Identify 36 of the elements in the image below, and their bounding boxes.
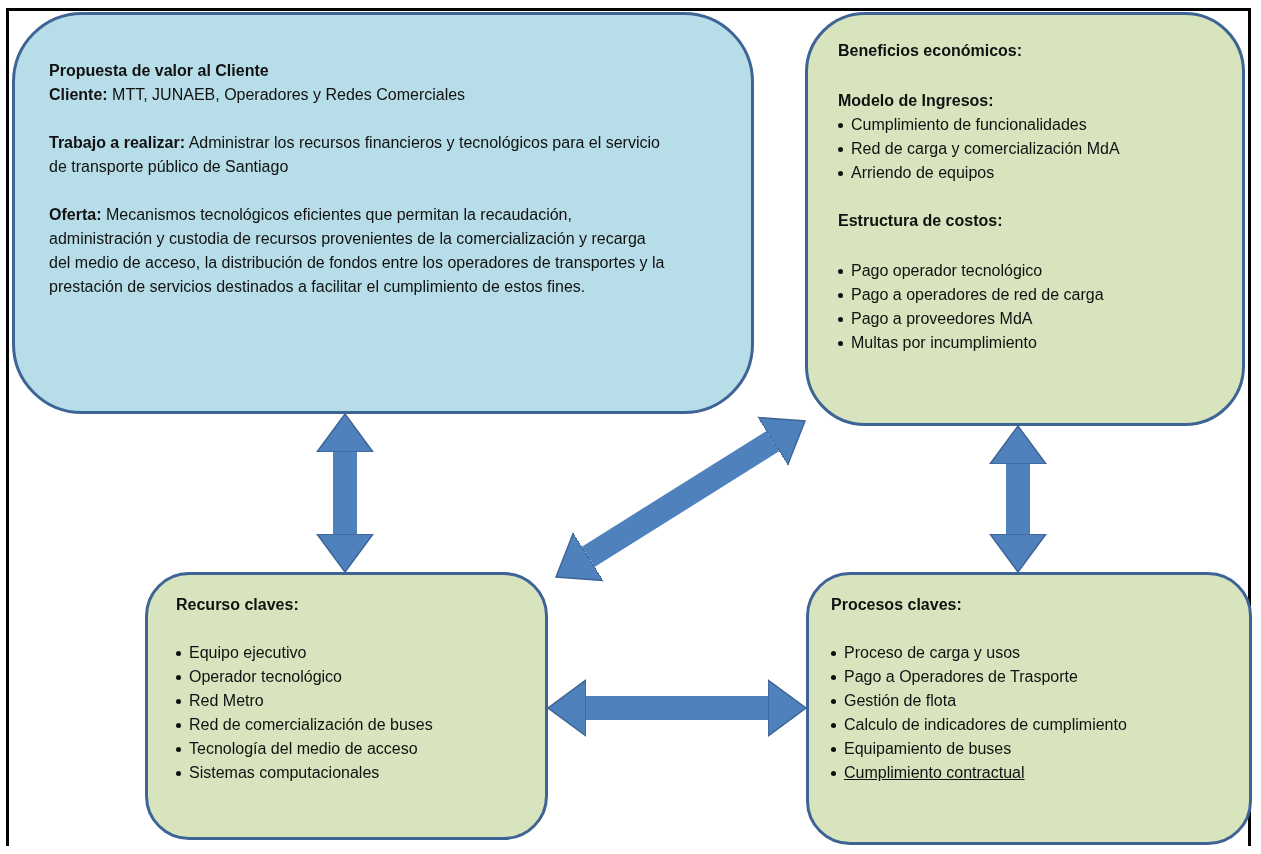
double-arrow [989,425,1047,573]
bullet-item: Gestión de flota [844,691,957,711]
double-arrow [555,416,806,582]
paragraph: Cliente: MTT, JUNAEB, Operadores y Redes Comerciales [49,85,467,105]
rounded-box [12,12,754,414]
bullet-item: Cumplimiento contractual [844,763,1025,783]
bullet-item: Proceso de carga y usos [844,643,1021,663]
bullet-item: Cumplimiento de funcionalidades [851,115,1087,135]
bullet-item: Equipamiento de buses [844,739,1012,759]
bullet-item: Pago a proveedores MdA [851,309,1033,329]
paragraph: Oferta: Mecanismos tecnológicos eficientes que permitan la recaudación, administración y custodia de recursos provenientes de la comercialización y recarga del medio de acceso, la distribución de fondos entre los operadores de transportes y la prestación de servicios destinados a facilitar el cumplimiento de estos fines. [49,205,666,297]
bullet-item: Red de carga y comercialización MdA [851,139,1120,159]
heading: Beneficios económicos: [838,41,1024,61]
heading: Estructura de costos: [838,211,1004,231]
paragraph: Trabajo a realizar: Administrar los recursos financieros y tecnológicos para el servicio de transporte público de Santiago [49,133,661,177]
rounded-box [145,572,548,840]
double-arrow [316,413,374,573]
bullet-item: Red de comercialización de buses [189,715,433,735]
bullet-item: Multas por incumplimiento [851,333,1037,353]
bullet-item: Equipo ejecutivo [189,643,307,663]
bullet-item: Tecnología del medio de acceso [189,739,418,759]
heading: Propuesta de valor al Cliente [49,61,270,81]
double-arrow [547,679,807,737]
bullet-item: Pago a Operadores de Trasporte [844,667,1078,687]
bullet-item: Operador tecnológico [189,667,342,687]
rounded-box [805,12,1245,426]
bullet-item: Sistemas computacionales [189,763,380,783]
heading: Modelo de Ingresos: [838,91,995,111]
bullet-item: Arriendo de equipos [851,163,995,183]
bullet-item: Pago operador tecnológico [851,261,1043,281]
heading: Recurso claves: [176,595,300,615]
bullet-item: Pago a operadores de red de carga [851,285,1104,305]
heading: Procesos claves: [831,595,963,615]
bullet-item: Red Metro [189,691,264,711]
rounded-box [806,572,1252,845]
bullet-item: Calculo de indicadores de cumplimiento [844,715,1127,735]
